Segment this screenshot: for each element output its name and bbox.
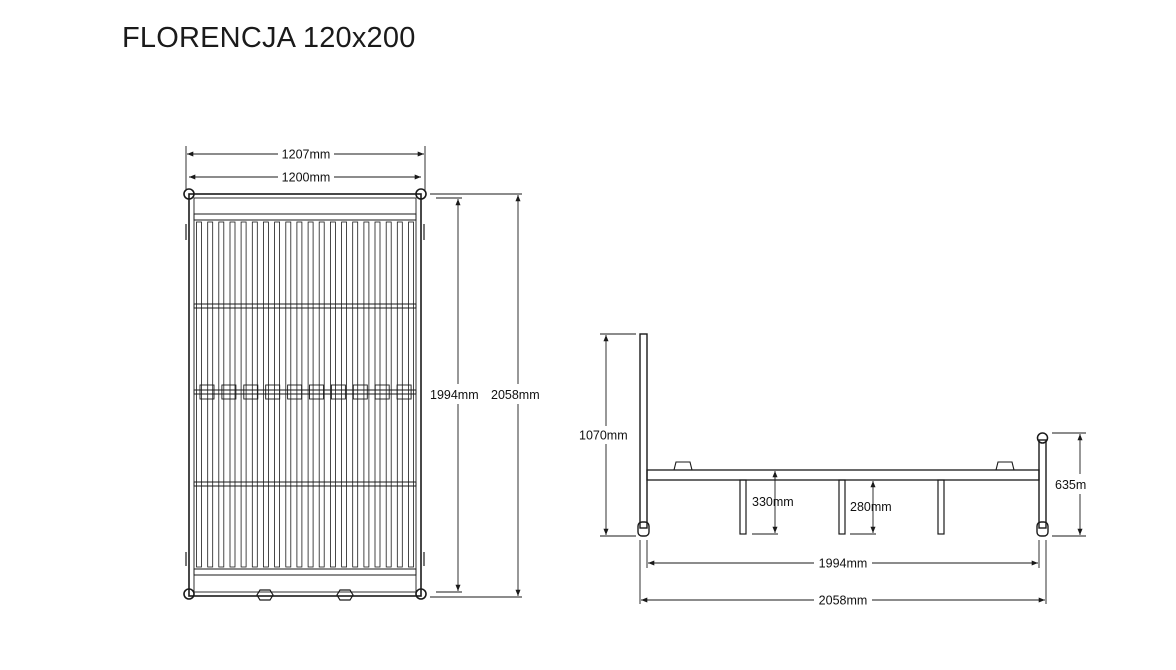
slat-clip xyxy=(374,384,390,400)
footboard-foot xyxy=(1036,521,1049,537)
dim-under-frame-height: 330mm xyxy=(752,495,794,509)
middle-leg-2 xyxy=(838,479,846,535)
rail-clip-left xyxy=(673,461,693,471)
cross-rail-2 xyxy=(193,389,417,395)
side-rail xyxy=(646,469,1040,481)
footboard-bar xyxy=(193,568,417,576)
rail-clip-right xyxy=(995,461,1015,471)
headboard-foot xyxy=(637,521,650,537)
dim-side-length-outer: 2058mm xyxy=(819,594,868,608)
slat-clip xyxy=(396,384,412,400)
leg-cap-1 xyxy=(256,589,274,601)
middle-leg-1 xyxy=(739,479,747,535)
footboard-knob xyxy=(1036,432,1049,444)
middle-leg-3 xyxy=(937,479,945,535)
leg-cap-2 xyxy=(336,589,354,601)
headboard-post xyxy=(639,333,648,529)
dim-length-outer: 2058mm xyxy=(491,388,540,402)
corner-post-bl xyxy=(183,588,195,600)
slat-clip xyxy=(199,384,215,400)
side-view: 1070mm 635m 330mm 280mm 1994mm 2058mm xyxy=(579,333,1086,608)
slat-clip xyxy=(309,384,324,400)
headboard-bar xyxy=(193,213,417,221)
dim-side-length-inner: 1994mm xyxy=(819,557,868,571)
drawing-title: FLORENCJA 120x200 xyxy=(122,22,416,54)
dim-footboard-height: 635m xyxy=(1055,478,1086,492)
slat-clip xyxy=(287,384,303,400)
top-view: 1207mm 1200mm 1994mm 2058mm xyxy=(183,146,540,601)
slat-clip xyxy=(221,384,237,400)
dim-width-outer: 1207mm xyxy=(282,148,331,162)
cross-rail-1 xyxy=(193,303,417,309)
dim-headboard-height: 1070mm xyxy=(579,429,628,443)
corner-post-tr xyxy=(415,188,427,200)
corner-post-tl xyxy=(183,188,195,200)
slat-clips xyxy=(199,384,412,400)
frame-outline xyxy=(188,193,422,597)
dim-width-inner: 1200mm xyxy=(282,171,331,185)
slat-clip xyxy=(352,384,368,400)
dim-leg-height: 280mm xyxy=(850,500,892,514)
frame-inner-outline xyxy=(193,197,417,593)
footboard-post xyxy=(1038,439,1047,529)
corner-post-br xyxy=(415,588,427,600)
cross-rail-3 xyxy=(193,481,417,487)
dim-length-inner: 1994mm xyxy=(430,388,479,402)
slat-clip xyxy=(265,384,281,400)
slat-clip xyxy=(330,384,346,400)
slat-clip xyxy=(243,384,259,400)
